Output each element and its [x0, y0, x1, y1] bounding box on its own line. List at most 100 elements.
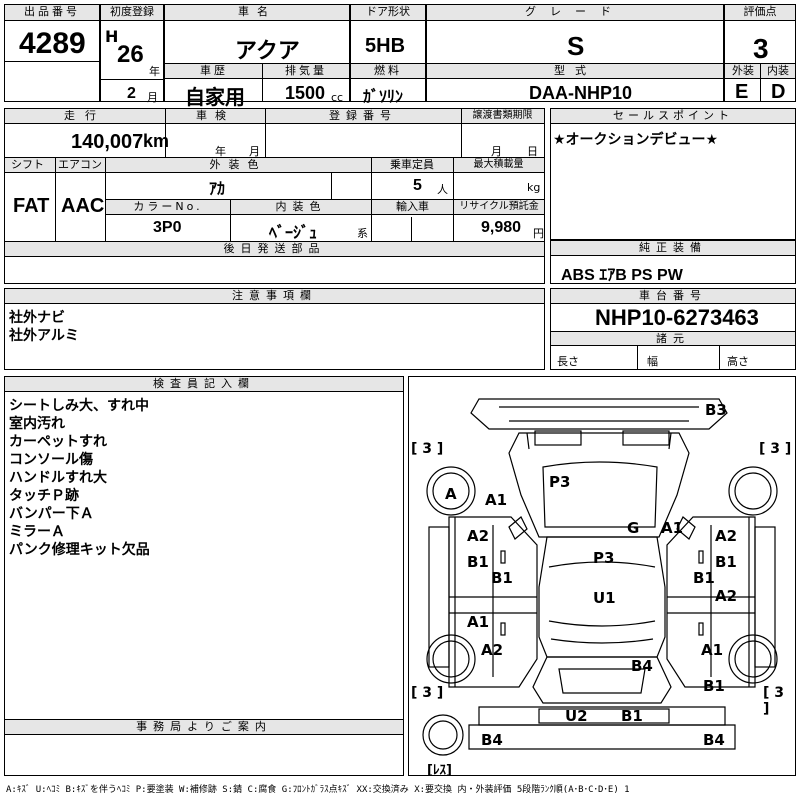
ac-label: エアコン — [55, 158, 105, 173]
inspector-line: シートしみ大、すれ中 — [9, 398, 149, 414]
damage-mark: A1 — [701, 641, 724, 659]
reg-year: 26 — [117, 41, 144, 68]
later-parts-label: 後日発送部品 — [5, 242, 544, 257]
int-score: D — [771, 81, 786, 103]
color-no: 3P0 — [153, 219, 182, 236]
score-label: 評価点 — [725, 5, 795, 21]
car-name: アクア — [235, 38, 300, 63]
chassis-box: 車台番号 NHP10-6273463 諸元 長さ 幅 高さ — [550, 288, 796, 370]
displacement: 1500 — [285, 83, 326, 103]
capacity: 5 — [413, 177, 422, 194]
spec-label: 諸元 — [551, 332, 795, 346]
damage-mark: A — [445, 485, 457, 503]
inspector-line: バンパー下Ａ — [9, 506, 94, 522]
damage-mark: G — [627, 519, 640, 537]
damage-mark: B1 — [491, 569, 513, 587]
car-outline — [422, 398, 778, 756]
damage-mark: A2 — [715, 527, 738, 545]
damage-mark: A1 — [485, 491, 508, 509]
ac: AAC — [61, 195, 105, 217]
inspector-line: タッチＰ跡 — [9, 488, 79, 504]
transfer-label: 譲渡書類期限 — [461, 109, 544, 124]
fuel: ｶﾞｿﾘﾝ — [363, 89, 404, 106]
inspector-box: 検査員記入欄 シートしみ大、すれ中 室内汚れ カーペットすれ コンソール傷 ハン… — [4, 376, 404, 776]
body-color: ｱｶ — [209, 181, 226, 198]
inspector-line: ミラーＡ — [9, 524, 65, 540]
grade: S — [567, 31, 585, 61]
equipment-label: 純正装備 — [551, 241, 795, 256]
damage-mark: B1 — [703, 677, 725, 695]
reg-label: 初度登録 — [101, 5, 163, 21]
grade-box: グレード S 型式 DAA-NHP10 — [426, 4, 724, 103]
inspector-line: 室内汚れ — [9, 416, 65, 432]
mileage: 140,007 — [71, 131, 144, 153]
damage-mark: B4 — [703, 731, 725, 749]
displacement-label: 排気量 — [263, 64, 349, 79]
color-label: 外装色 — [105, 158, 371, 173]
sales-label: セールスポイント — [551, 109, 795, 124]
inspector-line: ハンドルすれ大 — [9, 470, 107, 486]
damage-mark: B1 — [621, 707, 643, 725]
tire-tread-front-right: [ 3 ] — [759, 441, 792, 457]
model-label: 型式 — [427, 64, 723, 79]
door-label: ドア形状 — [351, 5, 425, 21]
inspector-label: 検査員記入欄 — [5, 377, 403, 392]
lot-box: 出品番号 4289 — [4, 4, 100, 102]
inspector-line: コンソール傷 — [9, 452, 93, 468]
int-label: 内装 — [761, 64, 795, 79]
damage-mark: A1 — [661, 519, 684, 537]
ext-score: E — [735, 81, 749, 103]
reg-no-label: 登録番号 — [265, 109, 461, 124]
damage-mark: B1 — [467, 553, 489, 571]
notes-box: 注意事項欄 社外ナビ 社外アルミ — [4, 288, 545, 370]
registration-box: 初度登録 H 26 年 2 月 — [100, 4, 164, 104]
note-line: 社外ナビ — [9, 310, 65, 326]
equipment-text: ABS ｴｱB PS PW — [561, 267, 683, 284]
shift: FAT — [13, 195, 50, 217]
tire-tread-rear-right: [ 3 ] — [763, 685, 785, 717]
damage-mark: A2 — [467, 527, 490, 545]
reg-month: 2 — [127, 85, 136, 102]
chassis-label: 車台番号 — [551, 289, 795, 304]
notes-label: 注意事項欄 — [5, 289, 544, 304]
shift-label: シフト — [5, 158, 55, 173]
damage-mark: B4 — [631, 657, 653, 675]
damage-diagram: [ 3 ] [ 3 ] [ 3 ] [ 3 ] [ﾚｽ] B3 P3 A A1 … — [408, 376, 796, 778]
lot-label: 出品番号 — [5, 5, 99, 21]
history-label: 車歴 — [165, 64, 263, 79]
sales-text: ★オークションデビュー★ — [553, 132, 719, 148]
damage-mark: B4 — [481, 731, 503, 749]
damage-mark: B3 — [705, 401, 727, 419]
chassis-number: NHP10-6273463 — [595, 305, 759, 330]
import-label: 輸入車 — [372, 200, 453, 215]
note-line: 社外アルミ — [9, 328, 79, 344]
damage-mark: B1 — [715, 553, 737, 571]
damage-mark: P3 — [593, 549, 615, 567]
inspector-line: カーペットすれ — [9, 434, 107, 450]
fuel-label: 燃料 — [351, 64, 425, 79]
recycle: 9,980 — [481, 219, 522, 236]
car-name-box: 車名 アクア 車歴 排気量 自家用 1500 cc — [164, 4, 350, 109]
damage-mark: A2 — [481, 641, 504, 659]
capacity-label: 乗車定員 — [371, 158, 453, 173]
damage-mark: A2 — [715, 587, 738, 605]
load-label: 最大積載量 — [453, 158, 544, 173]
recycle-label: リサイクル預託金 — [454, 200, 544, 215]
legend: A:ｷｽﾞ U:ﾍｺﾐ B:ｷｽﾞを伴うﾍｺﾐ P:要塗装 W:補修跡 S:錆 … — [6, 785, 630, 795]
interior-label: 内装色 — [231, 200, 371, 215]
era: H — [105, 27, 119, 46]
grade-label: グレード — [427, 5, 723, 21]
mileage-section: 走行 車検 登録番号 譲渡書類期限 140,007 km 年 月 月 日 シフト… — [4, 108, 545, 284]
ext-label: 外装 — [725, 64, 761, 79]
spare-tire-status: [ﾚｽ] — [427, 763, 452, 778]
door-box: ドア形状 5HB 燃料 ｶﾞｿﾘﾝ — [350, 4, 426, 106]
damage-mark: P3 — [549, 473, 571, 491]
interior-color: ﾍﾞｰｼﾞｭ — [269, 225, 318, 242]
lot-number: 4289 — [19, 27, 86, 60]
equipment-box: 純正装備 ABS ｴｱB PS PW — [550, 240, 796, 284]
model: DAA-NHP10 — [529, 83, 633, 103]
inspection-label: 車検 — [165, 109, 265, 124]
office-label: 事務局よりご案内 — [5, 720, 403, 735]
score-box: 評価点 3 外装 内装 E D — [724, 4, 796, 103]
damage-mark: U2 — [565, 707, 588, 725]
